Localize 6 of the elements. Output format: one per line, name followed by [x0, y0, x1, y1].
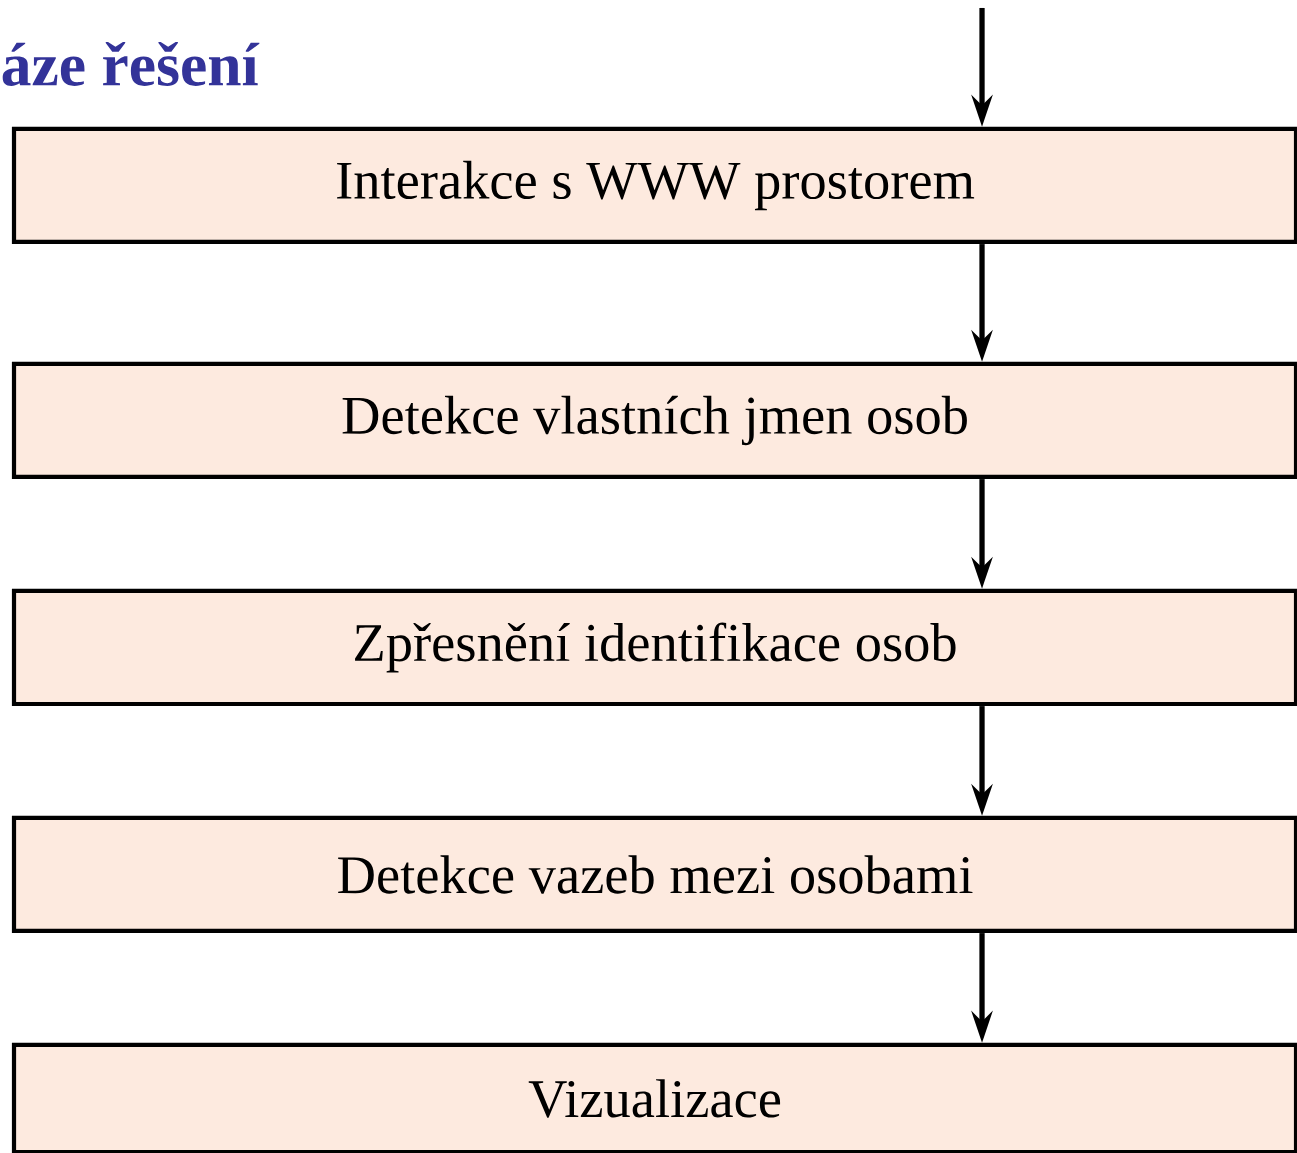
process-box: Zpřesnění identifikace osob: [11, 588, 1297, 707]
process-box: Detekce vlastních jmen osob: [11, 361, 1297, 480]
process-box: Interakce s WWW prostorem: [11, 126, 1297, 245]
title: áze řešení: [2, 41, 260, 86]
process-box: Vizualizace: [11, 1042, 1297, 1153]
process-box: Detekce vazeb mezi osobami: [11, 815, 1297, 934]
